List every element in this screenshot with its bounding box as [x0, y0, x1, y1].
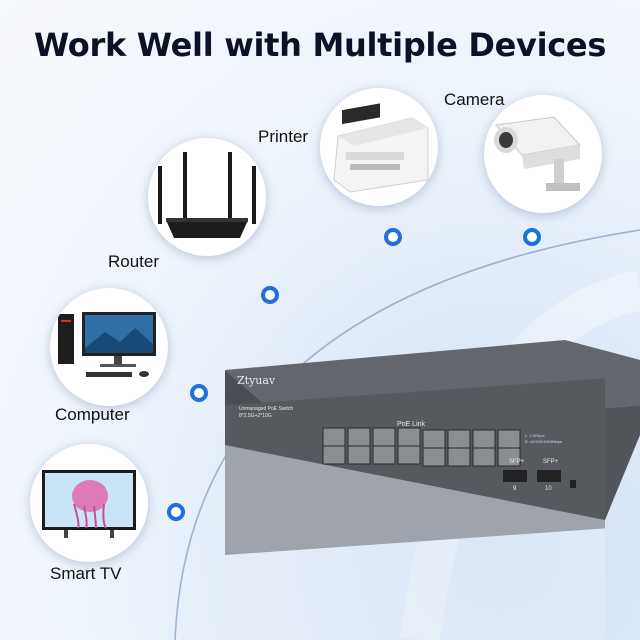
connection-node: [261, 286, 279, 304]
computer-label: Computer: [55, 405, 130, 424]
camera-icon: [494, 116, 581, 191]
smart-tv-label: Smart TV: [50, 564, 122, 583]
led-legend-1: L: 2.5Gbps: [525, 433, 545, 438]
sfp-number-10: 10: [545, 486, 552, 492]
computer-icon: [58, 312, 156, 377]
sfp-number-9: 9: [513, 486, 517, 492]
connection-node: [523, 228, 541, 246]
camera-label: Camera: [444, 90, 505, 109]
connection-node: [167, 503, 185, 521]
sfp-label-9: SFP+: [509, 459, 525, 465]
headline: Work Well with Multiple Devices: [33, 26, 607, 64]
connection-node: [384, 228, 402, 246]
switch-model: Unmanaged PoE Switch: [239, 406, 294, 412]
computer-bubble: [50, 288, 168, 406]
switch-body: [225, 340, 640, 640]
printer-icon: [333, 103, 429, 193]
led-legend-2: B: 10/100/1000Mbps: [525, 439, 562, 444]
router-bubble: [148, 138, 266, 256]
connection-node: [190, 384, 208, 402]
router-label: Router: [108, 252, 160, 271]
printer-label: Printer: [258, 127, 309, 146]
tv-bubble: [30, 444, 148, 562]
printer-bubble: [320, 88, 438, 206]
switch-brand: Ztyuav: [237, 374, 276, 387]
sfp-label-10: SFP+: [543, 459, 559, 465]
router-icon: [158, 152, 256, 238]
port-status-label: PoE Link: [397, 421, 426, 428]
switch-spec: 8*2.5G+2*10G: [239, 413, 272, 419]
poe-switch: Ztyuav Unmanaged PoE Switch 8*2.5G+2*10G…: [225, 340, 640, 640]
smart-tv-icon: [42, 470, 136, 538]
camera-bubble: [484, 95, 602, 213]
